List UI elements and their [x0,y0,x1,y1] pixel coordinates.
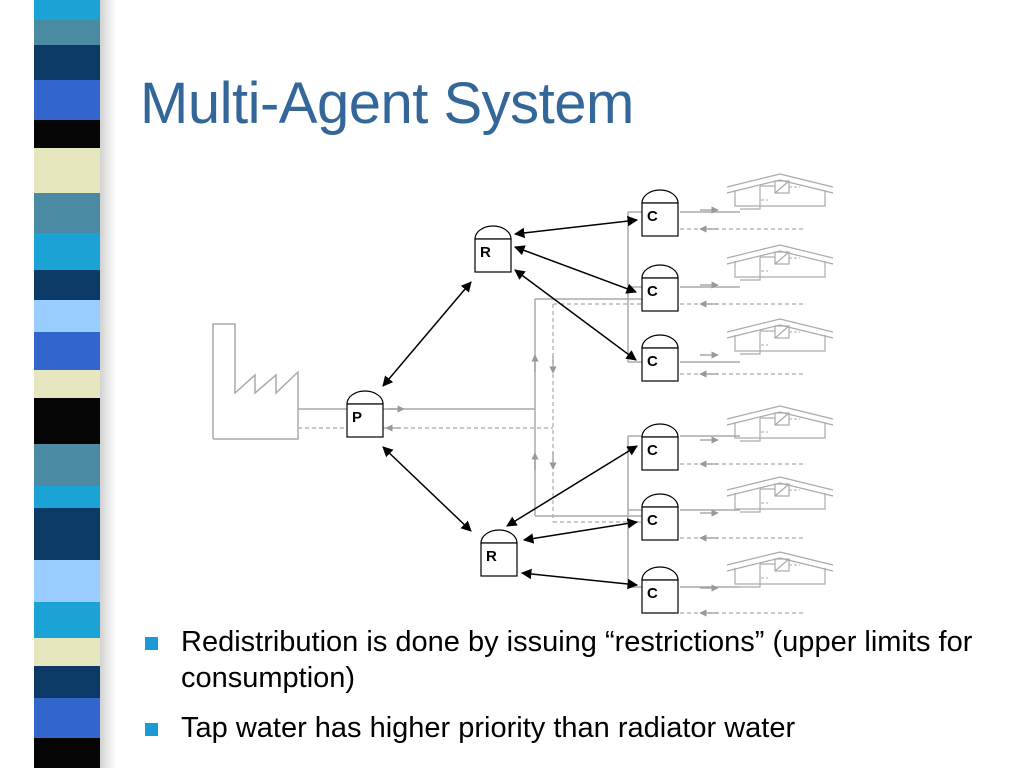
consumer-agent: C [641,264,679,312]
bullet-marker-icon [145,637,158,650]
consumer-label: C [647,585,658,602]
bullet-text: Tap water has higher priority than radia… [181,712,796,744]
producer-label: P [352,409,362,426]
side-strip-shadow [100,0,116,768]
producer-agent: P [346,390,384,438]
house-icon [726,244,834,281]
redistributor-agent: R [480,529,518,577]
consumer-agent: C [641,189,679,237]
consumer-label: C [647,283,658,300]
consumer-label: C [647,353,658,370]
factory-icon [212,323,299,440]
consumer-label: C [647,442,658,459]
redistributor-agent: R [474,225,512,273]
bullet-text: Redistribution is done by issuing “restr… [181,626,973,694]
consumer-agent: C [641,334,679,382]
house-icon [726,173,834,210]
redistributor-label: R [486,548,497,565]
house-icon [726,476,834,513]
bullet-marker-icon [145,723,158,736]
consumer-label: C [647,512,658,529]
house-icon [726,551,834,588]
house-icon [726,318,834,355]
slide-title: Multi-Agent System [140,71,634,136]
consumer-agent: C [641,423,679,471]
bullet-item: Redistribution is done by issuing “restr… [145,624,1005,696]
agent-links [382,215,639,590]
consumer-label: C [647,208,658,225]
consumer-agent: C [641,566,679,614]
house-icon [726,405,834,442]
decorative-side-strip [34,0,100,768]
consumer-agent: C [641,493,679,541]
bullet-item: Tap water has higher priority than radia… [145,710,1005,746]
bullet-list: Redistribution is done by issuing “restr… [145,624,1005,760]
redistributor-label: R [480,244,491,261]
